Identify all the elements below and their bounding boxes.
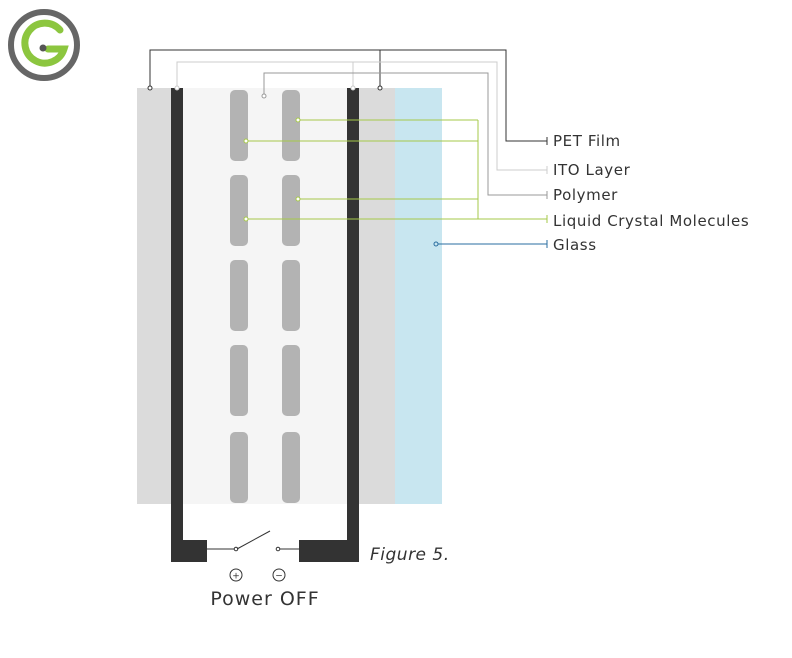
logo-ring [8,9,80,81]
leader-polymer [261,72,548,199]
crystal-molecule [230,260,248,331]
ito-electrodes [171,88,359,562]
crystal-molecule [282,175,300,246]
pet-film-right [359,88,395,504]
label-pet-film: PET Film [553,132,621,150]
power-switch [207,530,299,552]
switch-contact [275,546,281,552]
leader-ito-layer [174,61,548,174]
label-glass: Glass [553,236,597,254]
company-logo [8,9,80,81]
leader-liquid-crystal [243,117,548,223]
crystal-molecule [282,260,300,331]
figure-caption: Figure 5. [370,545,450,565]
crystal-molecule [282,90,300,161]
switch-lever [236,530,271,550]
polymer-layer [183,88,347,504]
label-ito-layer: ITO Layer [553,161,631,179]
logo-dot [39,44,47,52]
pet-film-left [137,88,171,504]
circuit-right-bar [299,540,359,562]
label-polymer: Polymer [553,186,618,204]
ito-layer-left [171,88,183,562]
crystal-molecule [230,345,248,416]
glass-layer [395,88,442,504]
negative-terminal: − [272,568,286,582]
label-liquid-crystal: Liquid Crystal Molecules [553,212,749,230]
positive-symbol: + [232,572,240,582]
crystal-molecule [282,432,300,503]
ito-layer-right [347,88,359,562]
leader-pet-film [147,49,548,145]
positive-terminal: + [229,568,243,582]
negative-symbol: − [275,572,283,582]
leader-glass [433,240,548,248]
logo-g-arc [21,19,69,67]
crystal-molecule [230,90,248,161]
circuit-left-bar [171,540,207,562]
crystal-molecule [230,432,248,503]
crystal-molecule [282,345,300,416]
power-state-label: Power OFF [210,588,319,610]
liquid-crystal-molecules [230,90,300,503]
crystal-molecule [230,175,248,246]
